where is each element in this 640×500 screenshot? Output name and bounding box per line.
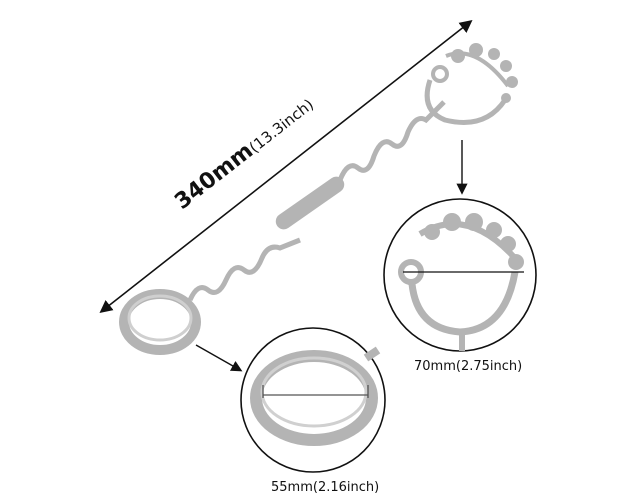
loop-detail [383,198,537,352]
length-label: 340mm(13.3inch) [170,91,318,214]
loop-diameter-label: 70mm(2.75inch) [414,359,522,374]
coiled-chain-upper [337,100,446,181]
pacifier-loop [424,43,518,125]
coiled-chain [187,237,301,302]
clip-body [275,176,345,230]
ring-detail [240,327,386,473]
ring [119,289,201,355]
length-arrow [99,20,473,313]
ring-pointer-arrow [195,344,243,372]
ring-diameter-label: 55mm(2.16inch) [271,480,379,495]
